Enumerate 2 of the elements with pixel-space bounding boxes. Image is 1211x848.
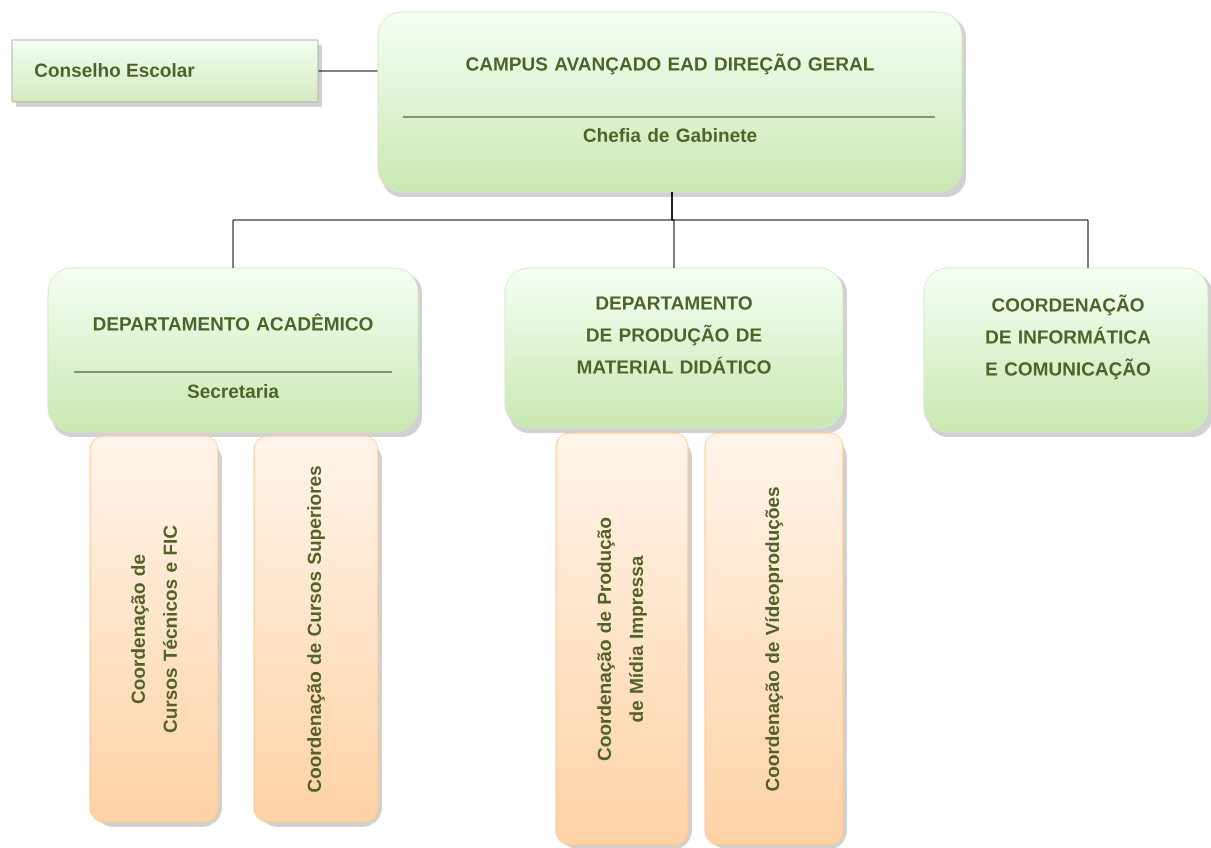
connector-line bbox=[318, 70, 378, 72]
connector-line bbox=[671, 191, 1089, 269]
